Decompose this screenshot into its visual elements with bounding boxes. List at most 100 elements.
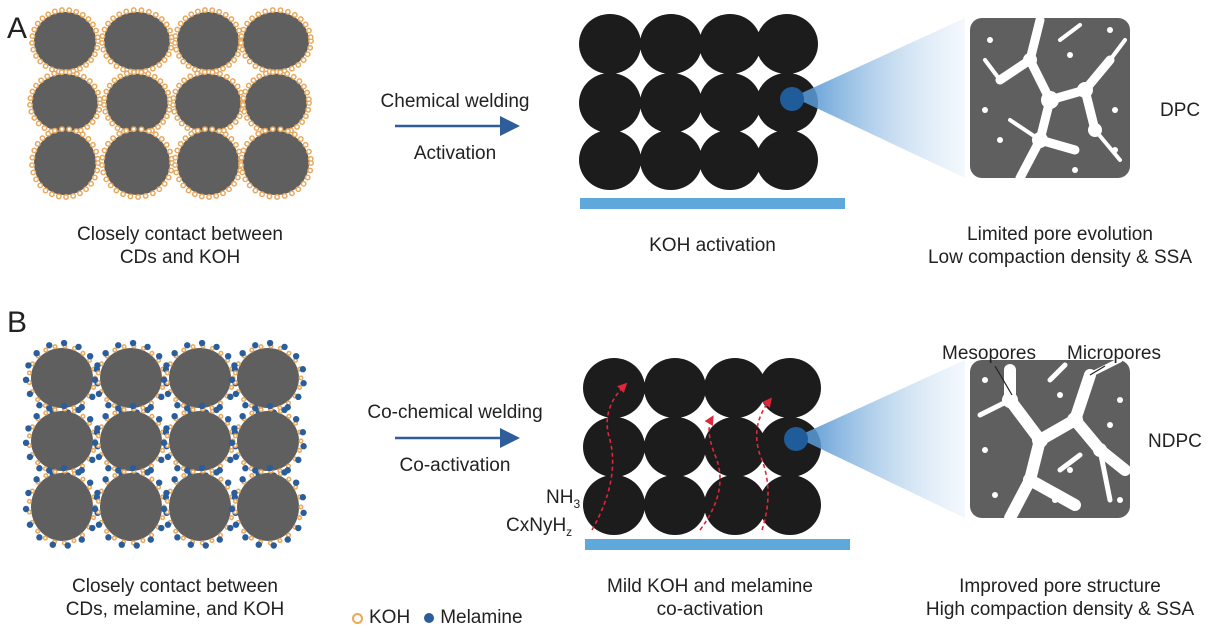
melamine-particle: [184, 467, 191, 474]
activated-carbon-particle: [640, 14, 702, 74]
koh-particle: [37, 182, 44, 189]
melamine-particle: [213, 343, 220, 351]
koh-particle: [138, 69, 145, 76]
koh-particle: [300, 83, 307, 90]
koh-particle: [262, 127, 269, 134]
melamine-particle: [115, 342, 122, 349]
koh-particle: [245, 82, 252, 89]
koh-particle: [165, 89, 172, 96]
koh-particle: [167, 148, 173, 155]
koh-particle: [106, 82, 113, 89]
arrow-label-bottom-b: Co-activation: [399, 455, 511, 476]
melamine-particle: [89, 393, 96, 401]
koh-particle: [123, 70, 130, 77]
koh-particle: [93, 27, 100, 34]
koh-particle: [226, 186, 232, 193]
koh-particle: [241, 397, 247, 403]
koh-particle: [180, 182, 187, 189]
koh-particle: [168, 167, 175, 174]
koh-particle: [246, 58, 253, 65]
koh-particle: [155, 484, 162, 490]
koh-particle: [52, 469, 58, 475]
koh-particle: [130, 126, 137, 133]
koh-particle: [249, 473, 255, 479]
activated-carbon-particle: [699, 130, 761, 190]
koh-particle: [173, 460, 179, 466]
melamine-particle: [160, 376, 168, 384]
koh-particle: [51, 70, 58, 77]
melamine-particle: [46, 467, 53, 474]
melamine-particle: [75, 343, 82, 351]
koh-particle: [96, 106, 103, 113]
koh-particle: [135, 194, 142, 200]
koh-particle: [182, 15, 189, 22]
koh-particle: [26, 509, 32, 515]
koh-particle: [174, 114, 181, 121]
melamine-particle: [232, 521, 240, 528]
koh-particle: [158, 16, 165, 23]
koh-particle: [33, 176, 40, 183]
koh-particle: [156, 61, 163, 68]
koh-particle: [77, 190, 83, 197]
koh-particle: [232, 498, 238, 504]
koh-particle: [173, 169, 180, 176]
koh-particle: [172, 33, 179, 40]
melamine-particle: [102, 349, 109, 357]
left-caption-a-line2: CDs and KOH: [119, 247, 241, 268]
koh-particle: [255, 130, 262, 137]
koh-particle: [202, 7, 208, 14]
melamine-particle: [25, 425, 32, 432]
koh-particle: [240, 101, 247, 108]
substrate-bar-b: [585, 539, 850, 550]
koh-particle: [295, 186, 302, 193]
melamine-particle: [147, 536, 154, 543]
melamine-particle: [115, 467, 122, 474]
koh-particle: [99, 33, 106, 40]
koh-particle: [99, 39, 106, 46]
activated-carbon-particle: [759, 475, 821, 535]
koh-particle: [249, 15, 256, 22]
koh-particle: [80, 73, 87, 80]
melamine-particle: [91, 505, 99, 513]
koh-particle: [305, 106, 312, 113]
koh-particle: [142, 192, 149, 199]
carbon-dot: [169, 348, 231, 408]
koh-particle: [66, 69, 73, 76]
melamine-particle: [95, 521, 103, 528]
koh-particle: [73, 128, 80, 134]
koh-particle: [101, 147, 108, 154]
melamine-particle: [75, 406, 82, 414]
koh-particle: [232, 119, 239, 125]
koh-particle: [112, 473, 118, 479]
koh-particle: [190, 344, 196, 350]
koh-particle: [159, 384, 166, 391]
koh-particle: [297, 16, 304, 23]
melamine-particle: [281, 406, 288, 414]
melamine-particle: [299, 429, 307, 436]
melamine-particle: [266, 402, 274, 410]
melamine-particle: [227, 393, 234, 401]
koh-particle: [94, 155, 101, 162]
melamine-particle: [86, 479, 94, 486]
activated-carbon-particle: [699, 73, 761, 133]
right-caption-a-line2: Low compaction density & SSA: [927, 247, 1193, 268]
koh-particle: [29, 39, 36, 46]
koh-particle: [38, 77, 45, 84]
activated-carbon-particle: [579, 73, 641, 133]
melamine-particle: [36, 465, 43, 472]
melamine-particle: [187, 541, 194, 548]
koh-particle: [138, 126, 145, 133]
koh-particle: [253, 125, 260, 132]
gas-label-cxnyhz-text: CxNyH: [506, 515, 567, 536]
melamine-particle: [46, 342, 53, 349]
koh-particle: [244, 140, 251, 147]
melamine-particle: [94, 362, 101, 369]
koh-particle: [109, 120, 116, 127]
koh-particle: [239, 46, 246, 53]
melamine-particle: [164, 521, 172, 528]
koh-particle: [177, 20, 184, 27]
koh-particle: [104, 397, 110, 403]
koh-particle: [266, 193, 273, 200]
koh-particle: [306, 27, 312, 34]
melamine-particle: [252, 342, 259, 349]
